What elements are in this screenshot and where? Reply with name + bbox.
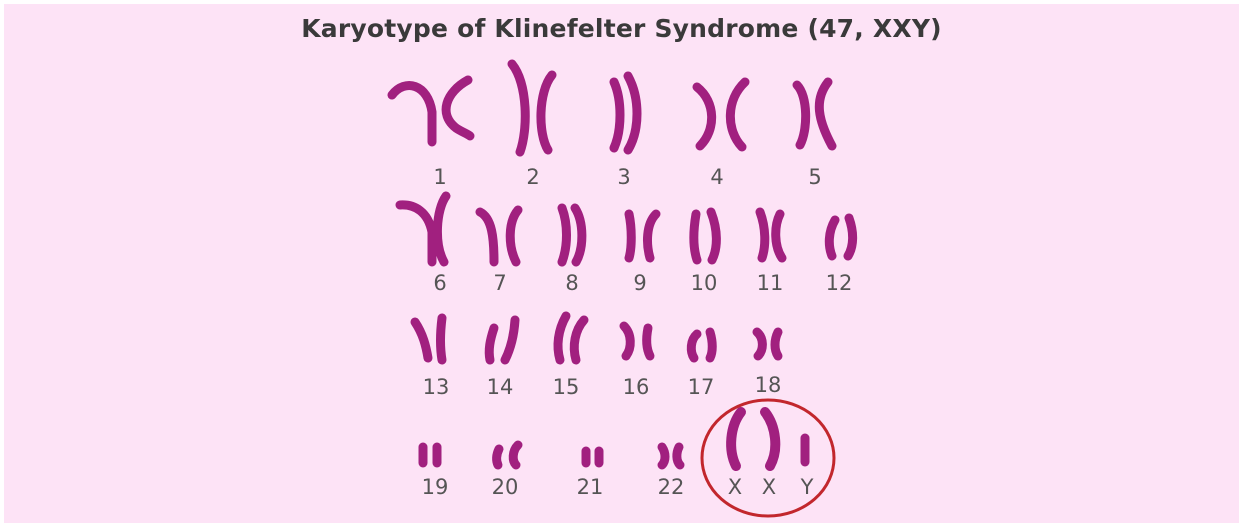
label-19: 19 <box>422 475 449 499</box>
chromosome-pair-21 <box>586 451 599 463</box>
chromosome-pair-19 <box>423 447 437 463</box>
label-22: 22 <box>658 475 685 499</box>
chromosome-pair-5 <box>797 82 832 146</box>
chromosome-pair-9 <box>629 214 656 258</box>
label-4: 4 <box>710 165 723 189</box>
label-14: 14 <box>487 375 514 399</box>
chromosome-pair-18 <box>757 332 778 356</box>
label-9: 9 <box>633 271 646 295</box>
label-6: 6 <box>433 271 446 295</box>
label-21: 21 <box>577 475 604 499</box>
chromosome-pair-6 <box>400 196 446 262</box>
label-7: 7 <box>493 271 506 295</box>
label-8: 8 <box>565 271 578 295</box>
label-11: 11 <box>757 271 784 295</box>
chromosome-pair-10 <box>694 212 717 260</box>
label-x1: X <box>728 475 742 499</box>
label-16: 16 <box>623 375 650 399</box>
chromosome-pair-15 <box>558 316 584 360</box>
chromosome-pair-22 <box>662 447 680 465</box>
chromosome-pair-3 <box>614 76 637 150</box>
label-17: 17 <box>688 375 715 399</box>
label-2: 2 <box>526 165 539 189</box>
chromosome-pair-16 <box>624 326 650 356</box>
label-15: 15 <box>553 375 580 399</box>
label-10: 10 <box>691 271 718 295</box>
chromosome-pair-13 <box>415 318 442 360</box>
label-1: 1 <box>433 165 446 189</box>
label-13: 13 <box>423 375 450 399</box>
chromosome-pair-8 <box>562 208 582 262</box>
chromosome-pair-17 <box>691 332 712 358</box>
chromosome-pair-11 <box>760 212 782 258</box>
chromosome-pair-4 <box>697 82 745 147</box>
label-5: 5 <box>808 165 821 189</box>
label-3: 3 <box>617 165 630 189</box>
chromosome-pair-12 <box>829 218 852 256</box>
label-12: 12 <box>826 271 853 295</box>
chromosome-pair-1 <box>392 80 470 142</box>
sex-chromosome-x1 <box>731 412 741 466</box>
label-18: 18 <box>755 373 782 397</box>
chromosome-pair-14 <box>489 320 515 360</box>
label-20: 20 <box>492 475 519 499</box>
chromosome-pair-7 <box>480 210 518 262</box>
label-y: Y <box>800 475 814 499</box>
chromosome-pair-2 <box>512 64 552 152</box>
chromosome-pair-20 <box>497 445 518 465</box>
sex-chromosome-x2 <box>765 412 775 466</box>
label-x2: X <box>762 475 776 499</box>
